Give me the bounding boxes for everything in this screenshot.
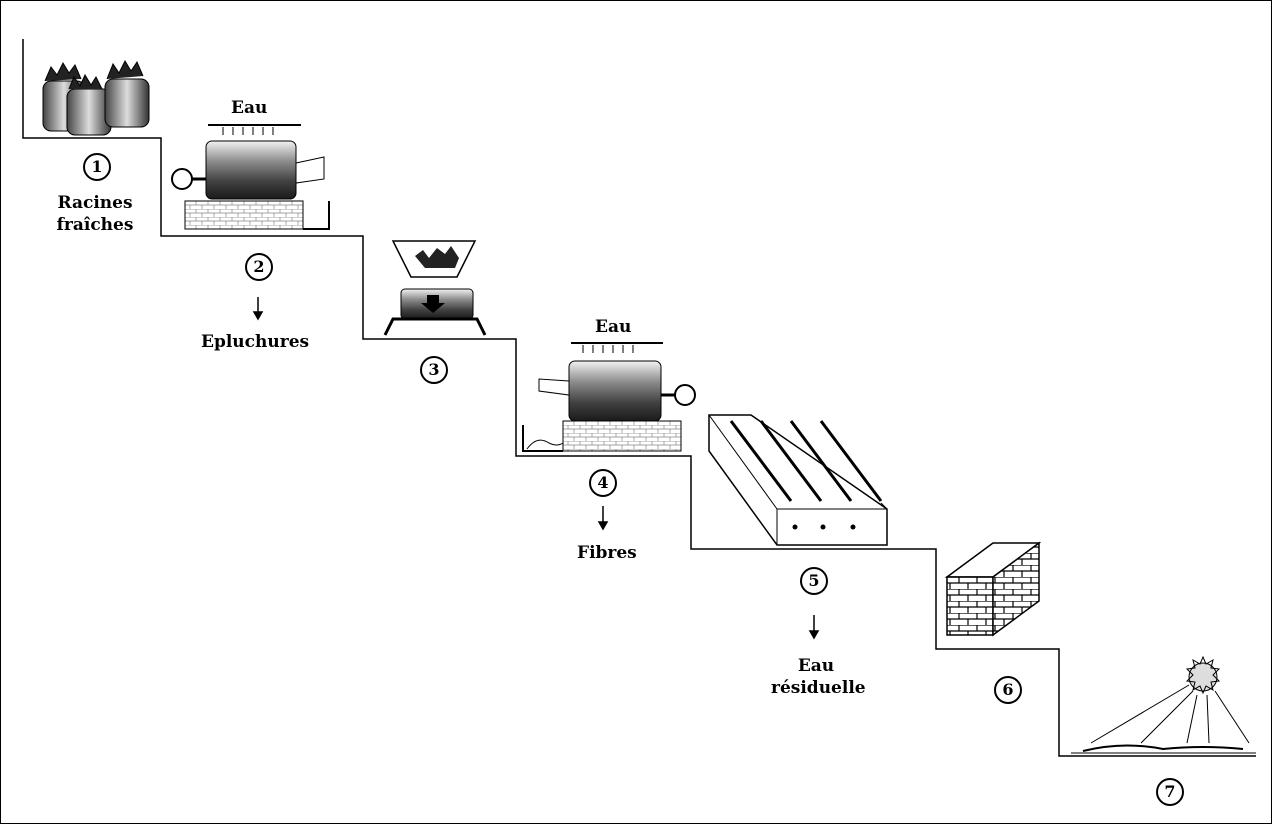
step-label-2: Epluchures bbox=[201, 331, 309, 353]
water-label-2: Eau bbox=[595, 316, 631, 338]
root-sacks bbox=[43, 61, 149, 135]
washing-drum-1 bbox=[172, 125, 329, 229]
washing-drum-2 bbox=[523, 343, 695, 451]
step-number-6: 6 bbox=[994, 676, 1022, 704]
settling-tank bbox=[709, 415, 887, 545]
step-number-4: 4 bbox=[589, 469, 617, 497]
step-number-2: 2 bbox=[245, 253, 273, 281]
step-label-1: Racines fraîches bbox=[53, 192, 137, 236]
brick-drier bbox=[947, 543, 1039, 635]
step-number-1: 1 bbox=[83, 153, 111, 181]
sun-drying bbox=[1071, 657, 1256, 753]
grater-machine bbox=[385, 241, 485, 335]
step-number-5: 5 bbox=[800, 567, 828, 595]
step-label-4: Fibres bbox=[577, 542, 637, 564]
step-number-7: 7 bbox=[1156, 778, 1184, 806]
step-number-3: 3 bbox=[420, 356, 448, 384]
water-label-1: Eau bbox=[231, 97, 267, 119]
step-label-5: Eau résiduelle bbox=[771, 655, 861, 699]
